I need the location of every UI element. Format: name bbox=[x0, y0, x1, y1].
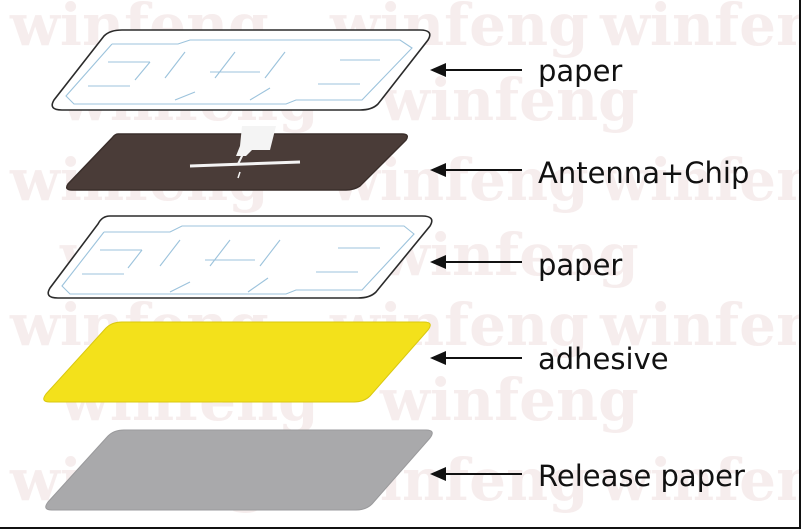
arrow-left-icon bbox=[430, 255, 446, 269]
paper-inner-pattern bbox=[61, 225, 415, 295]
arrow-adhesive bbox=[430, 351, 522, 365]
arrow-paper-middle bbox=[430, 255, 522, 269]
watermark-text: winfeng bbox=[599, 446, 801, 514]
watermark-text: winfeng bbox=[599, 291, 801, 359]
label-adhesive: adhesive bbox=[538, 342, 669, 376]
paper-hatch-lines bbox=[82, 239, 380, 293]
watermark-text: winfeng bbox=[599, 0, 801, 59]
layer-antenna-chip bbox=[65, 126, 409, 191]
layer-paper-top bbox=[51, 29, 431, 111]
antenna-inlay-shape bbox=[65, 133, 409, 191]
paper-inner-pattern bbox=[65, 39, 413, 105]
paper-sheet-shape bbox=[51, 29, 431, 111]
arrow-paper-top bbox=[430, 63, 522, 77]
paper-sheet-shape bbox=[47, 215, 433, 299]
label-release-paper: Release paper bbox=[538, 459, 745, 493]
adhesive-sheet-shape bbox=[43, 321, 431, 403]
layer-release-paper bbox=[45, 429, 433, 511]
arrow-antenna-chip bbox=[430, 163, 522, 177]
chip-icon bbox=[236, 126, 276, 156]
arrow-left-icon bbox=[430, 467, 446, 481]
arrow-release-paper bbox=[430, 467, 522, 481]
antenna-trace bbox=[189, 160, 301, 168]
watermark-text: winfeng bbox=[599, 146, 801, 214]
arrow-left-icon bbox=[430, 63, 446, 77]
chip-module bbox=[189, 126, 301, 179]
label-paper-middle: paper bbox=[538, 248, 622, 282]
antenna-feed bbox=[237, 151, 245, 165]
label-paper-top: paper bbox=[538, 54, 622, 88]
watermark-text: winfeng bbox=[379, 66, 639, 134]
watermark-text: winfeng bbox=[379, 366, 639, 434]
layer-adhesive bbox=[43, 321, 431, 403]
layer-paper-middle bbox=[47, 215, 433, 299]
arrow-left-icon bbox=[430, 163, 446, 177]
paper-hatch-lines bbox=[88, 51, 380, 101]
antenna-mark bbox=[237, 171, 241, 179]
release-paper-sheet-shape bbox=[45, 429, 433, 511]
arrow-left-icon bbox=[430, 351, 446, 365]
label-antenna-chip: Antenna+Chip bbox=[538, 156, 749, 190]
